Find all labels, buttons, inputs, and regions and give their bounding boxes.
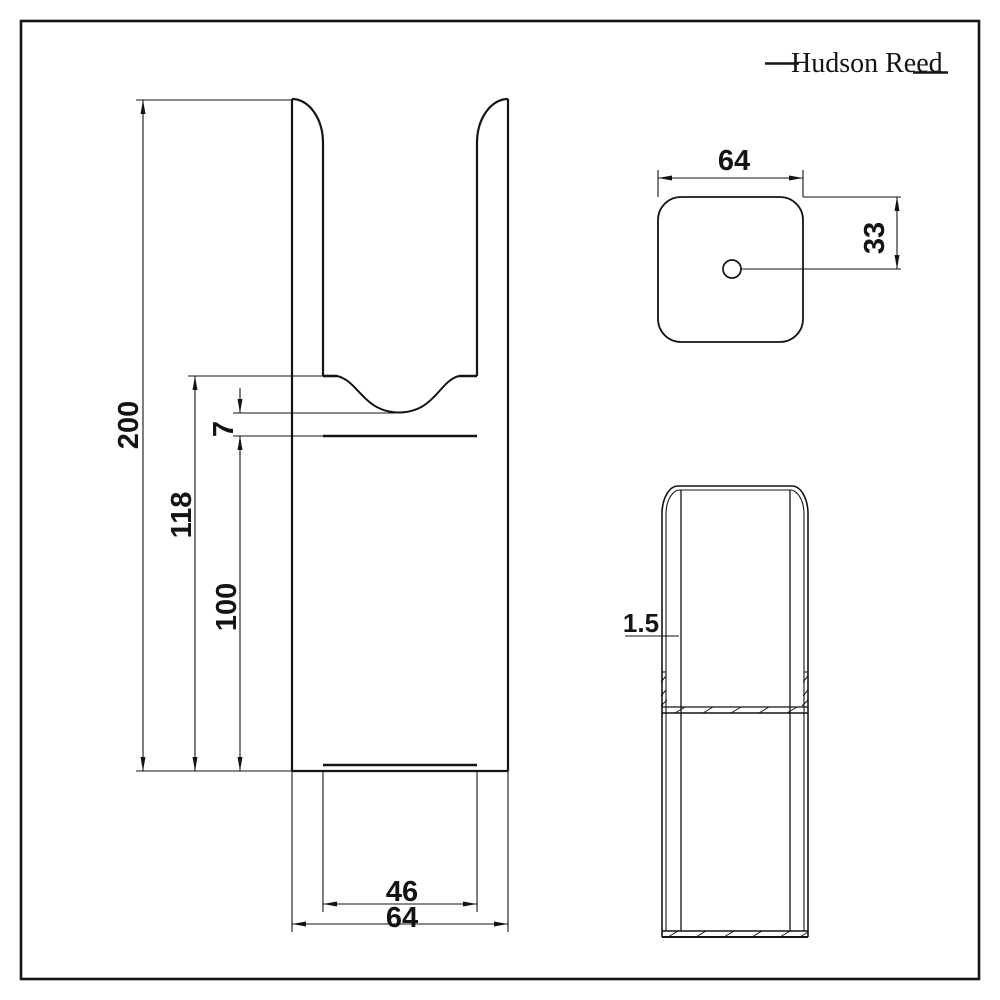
front-dimensions [136, 99, 509, 932]
dim-label-overall-height: 200 [113, 401, 145, 449]
dim-label-overall-width: 64 [386, 902, 418, 934]
top-arrowheads [658, 175, 900, 269]
dim-label-top-width: 64 [718, 145, 750, 177]
side-corner-right-outer [791, 485, 809, 515]
border-frame [19, 19, 981, 981]
side-part-outline [661, 485, 809, 938]
side-corner-left-inner [665, 489, 681, 515]
side-hatching [660, 675, 809, 938]
front-view: 200 118 7 100 46 64 [113, 97, 510, 934]
front-left-prong-curve [291, 97, 325, 144]
side-corner-right-inner [789, 489, 805, 515]
dim-label-slot-depth: 118 [166, 492, 198, 539]
dim-label-wall-thickness: 1.5 [623, 608, 659, 638]
top-dimensions [657, 170, 901, 270]
dim-label-saddle-drop: 7 [208, 421, 240, 437]
front-part-outline [290, 97, 510, 773]
side-view: 1.5 [623, 485, 809, 938]
front-right-prong-curve [475, 97, 509, 144]
dim-label-bore-depth: 100 [211, 583, 243, 631]
top-hole [722, 259, 742, 279]
dim-label-hole-offset: 33 [859, 222, 891, 254]
brand-logo: Hudson Reed [765, 48, 948, 79]
side-corner-left-outer [661, 485, 679, 515]
dim-label-inner-width: 46 [386, 876, 418, 908]
front-arrowheads [140, 100, 508, 927]
front-saddle-curve [336, 375, 460, 414]
top-view: 64 33 [657, 145, 901, 343]
logo-text: Hudson Reed [791, 48, 943, 79]
